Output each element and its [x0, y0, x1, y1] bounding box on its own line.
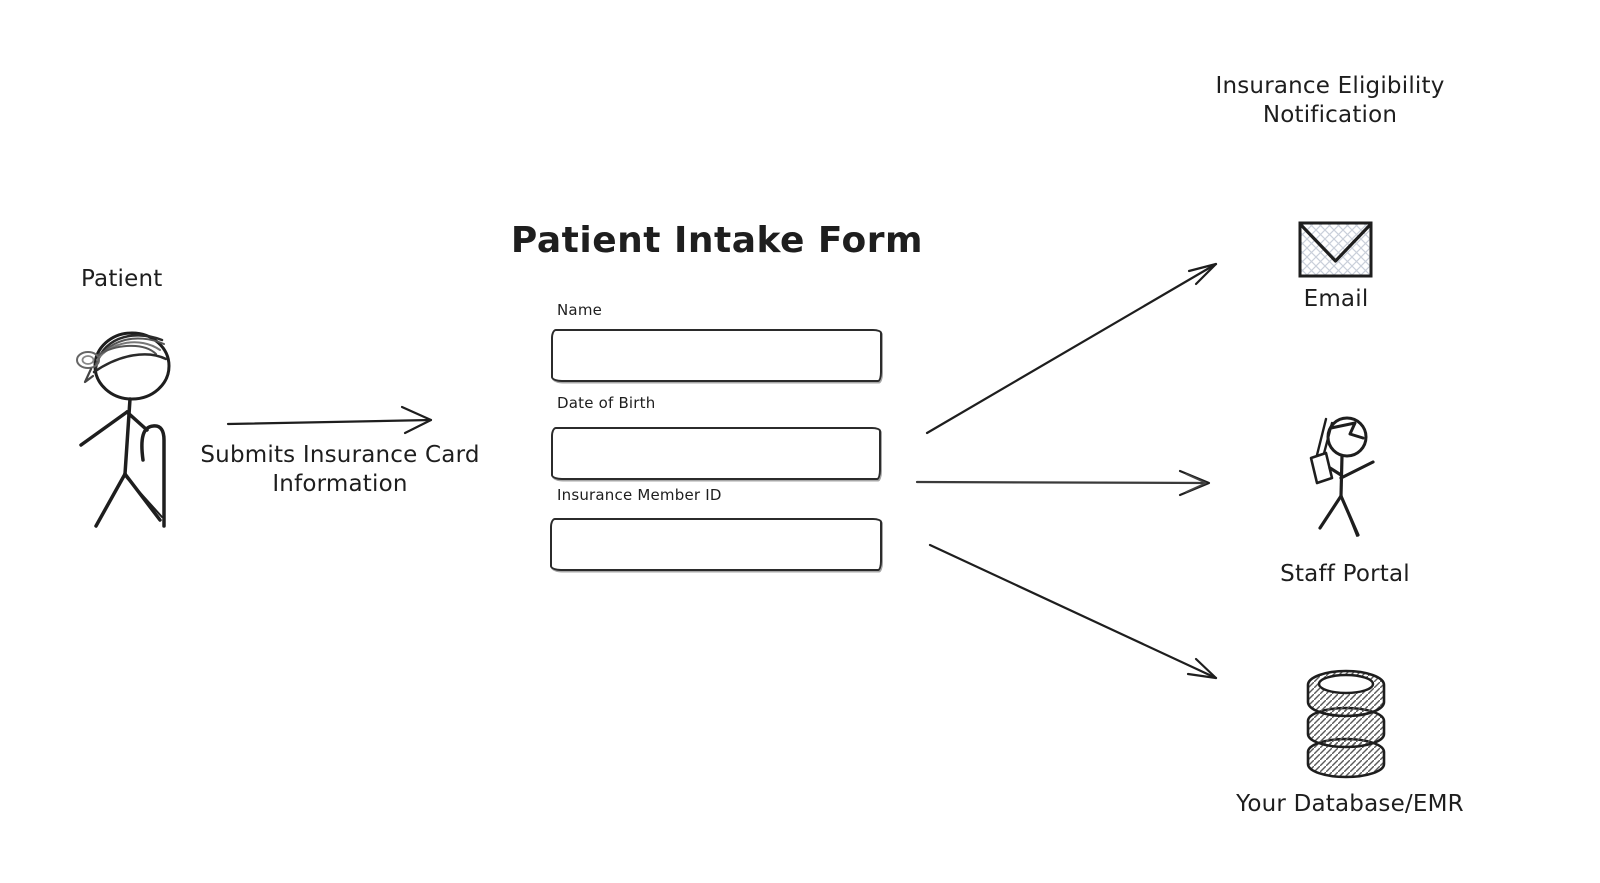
arrow-to-database: [928, 543, 1218, 680]
form-field-label-dob: Date of Birth: [557, 394, 656, 412]
database-label: Your Database/EMR: [1236, 791, 1464, 817]
form-field-label-name: Name: [557, 301, 603, 319]
arrow-to-email: [925, 262, 1218, 435]
arrow-to-staff-portal: [915, 469, 1211, 497]
staff-person-icon: [1309, 416, 1375, 537]
envelope-icon: [1298, 221, 1373, 278]
form-field-label-member-id: Insurance Member ID: [557, 486, 722, 504]
email-label: Email: [1303, 286, 1369, 312]
form-field-box-dob: [551, 427, 881, 480]
submit-flow-caption-line1: Submits Insurance Card: [200, 442, 480, 468]
patient-stick-figure-icon: [76, 331, 171, 528]
submit-flow-caption: Submits Insurance Card Information: [200, 441, 479, 499]
notification-title: Insurance Eligibility Notification: [1215, 72, 1444, 130]
patient-label: Patient: [81, 266, 163, 292]
form-field-box-name: [551, 329, 882, 382]
form-title: Patient Intake Form: [510, 220, 924, 261]
database-icon: [1306, 669, 1386, 779]
form-field-box-member-id: [550, 518, 882, 571]
submit-flow-caption-line2: Information: [272, 471, 408, 497]
notification-title-line2: Notification: [1262, 102, 1398, 128]
submit-arrow: [226, 405, 433, 435]
notification-title-line1: Insurance Eligibility: [1215, 73, 1445, 99]
staff-portal-label: Staff Portal: [1280, 561, 1410, 587]
